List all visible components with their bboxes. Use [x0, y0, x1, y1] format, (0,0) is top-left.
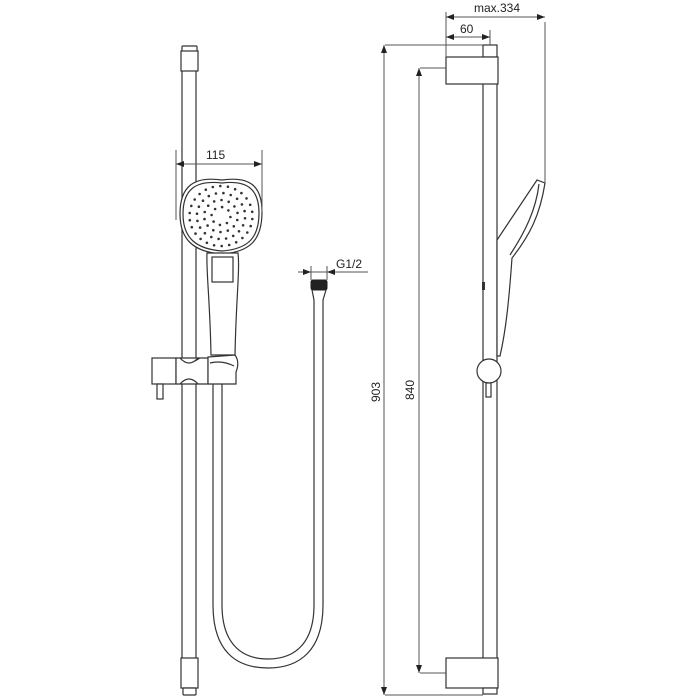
- spray-nozzles: [188, 184, 254, 248]
- dimension-60-label: 60: [460, 22, 474, 36]
- dimension-g12-label: G1/2: [336, 257, 362, 271]
- dimension-840: 840: [403, 67, 446, 674]
- rail-bottom-cap-front: [180, 657, 199, 696]
- side-view: [445, 22, 546, 695]
- dimension-903-label: 903: [369, 382, 383, 402]
- dimension-115-label: 115: [206, 148, 225, 162]
- wall-bracket-top-side: [445, 44, 499, 85]
- shower-hose-front: [212, 300, 324, 669]
- hand-shower-side: [496, 22, 546, 357]
- hose-connection-nut: [310, 279, 328, 301]
- dimension-max334: max.334: [445, 1, 545, 30]
- front-view: [151, 45, 328, 696]
- shower-holder-slider: [151, 354, 239, 400]
- dimension-840-label: 840: [403, 380, 417, 400]
- holder-knob-side: [476, 358, 502, 398]
- dimension-903: 903: [369, 44, 483, 696]
- wall-bracket-bottom-side: [445, 657, 499, 695]
- dimension-max334-label: max.334: [474, 1, 520, 15]
- dimension-115: 115: [175, 148, 263, 220]
- rail-top-cap-front: [180, 45, 199, 72]
- hand-shower-front: [179, 178, 263, 356]
- dimension-g12: G1/2: [298, 257, 368, 280]
- dimension-60: 60: [445, 22, 491, 57]
